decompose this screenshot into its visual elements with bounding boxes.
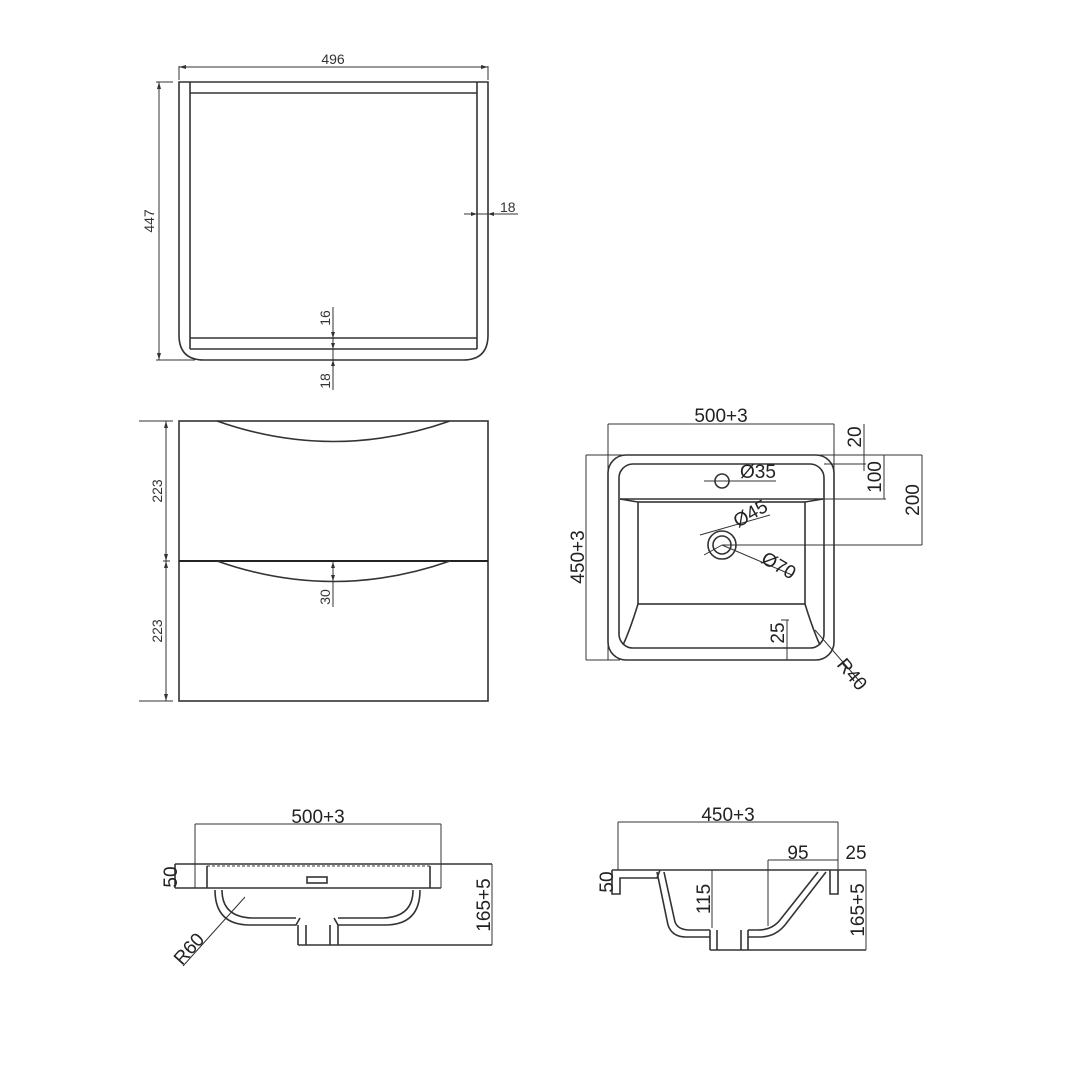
dim-tap-offset: 100 — [865, 461, 886, 493]
dim-rim: 20 — [845, 426, 866, 447]
dim-waste-offset: 200 — [903, 484, 924, 516]
dim-bowl-depth: 115 — [694, 884, 715, 914]
dim-side-lip: 25 — [845, 843, 866, 864]
dim-waste-outer: Ø70 — [758, 548, 800, 584]
dim-front-panel: 18 — [317, 373, 333, 389]
cabinet-top-view: 496 447 18 16 18 — [141, 51, 518, 390]
dim-basin-depth: 450+3 — [568, 530, 589, 583]
dim-front-rim: 50 — [161, 866, 182, 887]
basin-front-section: 500+3 50 165+5 R60 — [161, 807, 495, 969]
dim-handle-recess: 30 — [317, 589, 333, 605]
dim-side-total-height: 165+5 — [848, 883, 869, 936]
dim-slope-width: 95 — [787, 843, 808, 864]
dim-side-depth: 450+3 — [701, 805, 754, 826]
dim-basin-width: 500+3 — [694, 406, 747, 427]
dim-side-panel: 18 — [500, 199, 516, 215]
dim-bowl-radius: R60 — [170, 929, 209, 969]
dim-upper-drawer: 223 — [149, 479, 165, 503]
cabinet-front-view: 223 223 30 — [139, 420, 489, 702]
dim-corner-radius: R40 — [832, 655, 870, 695]
dim-tap-hole: Ø35 — [740, 462, 776, 483]
dim-front-total-height: 165+5 — [474, 878, 495, 931]
dim-back-gap: 16 — [317, 310, 333, 326]
dim-lower-drawer: 223 — [149, 619, 165, 643]
dim-front-lip: 25 — [768, 622, 789, 643]
dim-cabinet-depth: 447 — [141, 209, 157, 233]
dim-front-width: 500+3 — [291, 807, 344, 828]
basin-top-view: 500+3 450+3 Ø35 Ø45 Ø70 20 — [568, 406, 924, 695]
dim-side-rim: 50 — [597, 871, 618, 892]
dim-cabinet-width: 496 — [321, 51, 345, 67]
basin-side-section: 450+3 95 25 50 115 165+5 — [597, 805, 869, 951]
